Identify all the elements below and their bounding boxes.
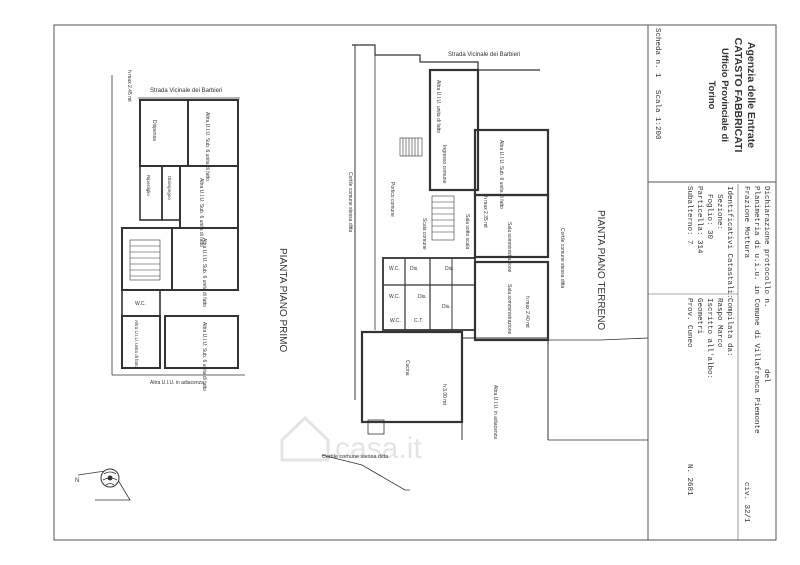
first-sub6-c: Altra U.I.U. Sub. 6 unita di fatto [201,238,207,307]
declaration-del: del [762,369,770,383]
ground-dining-1: Sala somministrazione [506,222,512,273]
first-sub6-d: Altra U.I.U. Sub. 6 unita di fatto [201,322,207,391]
sheet-border [53,24,777,541]
compiler-name: Raspo Marco [715,298,723,348]
ground-wc-1: W.C. [389,266,400,272]
first-pantry: Dispensa [151,120,157,141]
ground-under-stair: Sala sotto scala [464,214,470,250]
register-number: N. 2681 [685,464,693,496]
province-label: Prov. Cuneo [685,298,693,348]
ground-road-label: Strada Vicinale dei Barbieri [448,52,520,58]
ground-common-stair: Scala comune [421,218,427,250]
first-hallway: Disimpegno [167,176,172,200]
register-name: Geometri [695,298,703,335]
ground-floor-title: PIANTA PIANO TERRENO [595,210,606,330]
ident-sezione: Sezione: [715,194,723,230]
ground-dining-2: Sala somministrazione [506,284,512,335]
ground-h300: h 3.00 mt [441,384,447,405]
declaration-civic: civ. 32/1 [742,482,750,523]
declaration-protocol: Dichiarazione protocollo n. [762,186,770,308]
first-wc: W.C. [135,301,146,307]
first-floor-title: PIANTA PIANO PRIMO [277,248,288,352]
compiled-by-label: Compilata da: [725,298,733,357]
ground-courtyard-right: Cortile comune stessa ditta [559,228,565,289]
ident-subalterno: Subalterno: 7 [685,186,693,245]
scheda-info: Scheda n. 1 Scala 1:200 [653,28,661,140]
watermark: casa.it [280,415,422,465]
ground-dis-1: Dis. [410,266,419,272]
first-hmax: h max 2.45 mt [126,70,132,102]
ground-kitchen: Cucina [404,360,410,376]
ground-wc-2: W.C. [389,294,400,300]
compass-north-label: N [75,478,79,484]
first-storage: Ripostiglio [146,175,151,196]
entrance-steps [367,419,385,435]
office-label: Ufficio Provinciale di [719,48,730,142]
ground-ct: C.T. [414,318,423,324]
declaration-planimetry: Planimetria di u.i.u. in Comune di Villa… [752,186,760,434]
ground-wc-3: W.C. [390,318,401,324]
ground-courtyard-left: Cortile comune stessa ditta [347,172,353,233]
ground-dis-4: Dis. [442,304,451,310]
ground-hmax-2: h max 2.40 mt [524,296,530,328]
first-floor-plan: h max 2.45 mt Strada Vicinale dei Barbie… [111,70,245,391]
first-stair-hatch [129,239,161,281]
register-label: Iscritto all'albo: [705,298,713,379]
first-other-unit: Altra U.I.U. unita di fatto [134,320,139,368]
ident-particella: Particella: 314 [695,186,703,254]
ground-sub6: Altra U.I.U. Sub. 6 unita di fatto [498,140,504,209]
ground-courtyard-bottom: Cortile comune stessa ditta [322,454,389,460]
ground-hmax-1: h max 2.35 mt [482,196,488,228]
title-block-header: Agenzia delle Entrate CATASTO FABBRICATI… [706,38,757,153]
scale-label: Scala 1:200 [653,90,661,140]
agency-name: Agenzia delle Entrate [745,42,757,148]
declaration-frazione: Frazione Mottura [742,186,750,259]
ground-dis-3: Dis. [418,294,427,300]
watermark-house-icon [280,415,330,462]
first-sub6-b: Altra U.I.U. Sub. 6 unita di fatto [198,178,204,247]
ground-dis-2: Dis. [445,266,454,272]
stair-hatch [399,137,455,241]
declaration-block: Dichiarazione protocollo n. del Planimet… [648,184,770,540]
ground-floor-plan: Strada Vicinale dei Barbieri Altra U.I.U… [321,44,649,491]
first-sub6-a: Altra U.I.U. Sub. 6 unita di fatto [204,112,210,181]
first-road-label: Strada Vicinale dei Barbieri [150,88,222,94]
ground-portico: Portico comune [389,182,395,217]
ground-adjacent-unit: Altra U.I.U. in adiacenza [492,385,498,439]
compass: N [75,468,131,501]
ident-title: Identificativi Catastali: [725,186,733,299]
ground-other-unit: Altra U.I.U. unita di fatto [435,80,441,133]
ground-entrance: Ingresso comune [441,145,447,184]
catasto-label: CATASTO FABBRICATI [732,38,744,153]
ident-foglio: Foglio: 30 [705,194,713,240]
first-adjacent-unit: Altra U.I.U. in adiacenza [150,380,204,386]
watermark-text: casa.it [335,432,422,465]
city-label: Torino [706,81,717,110]
scheda-number: Scheda n. 1 [653,28,661,78]
